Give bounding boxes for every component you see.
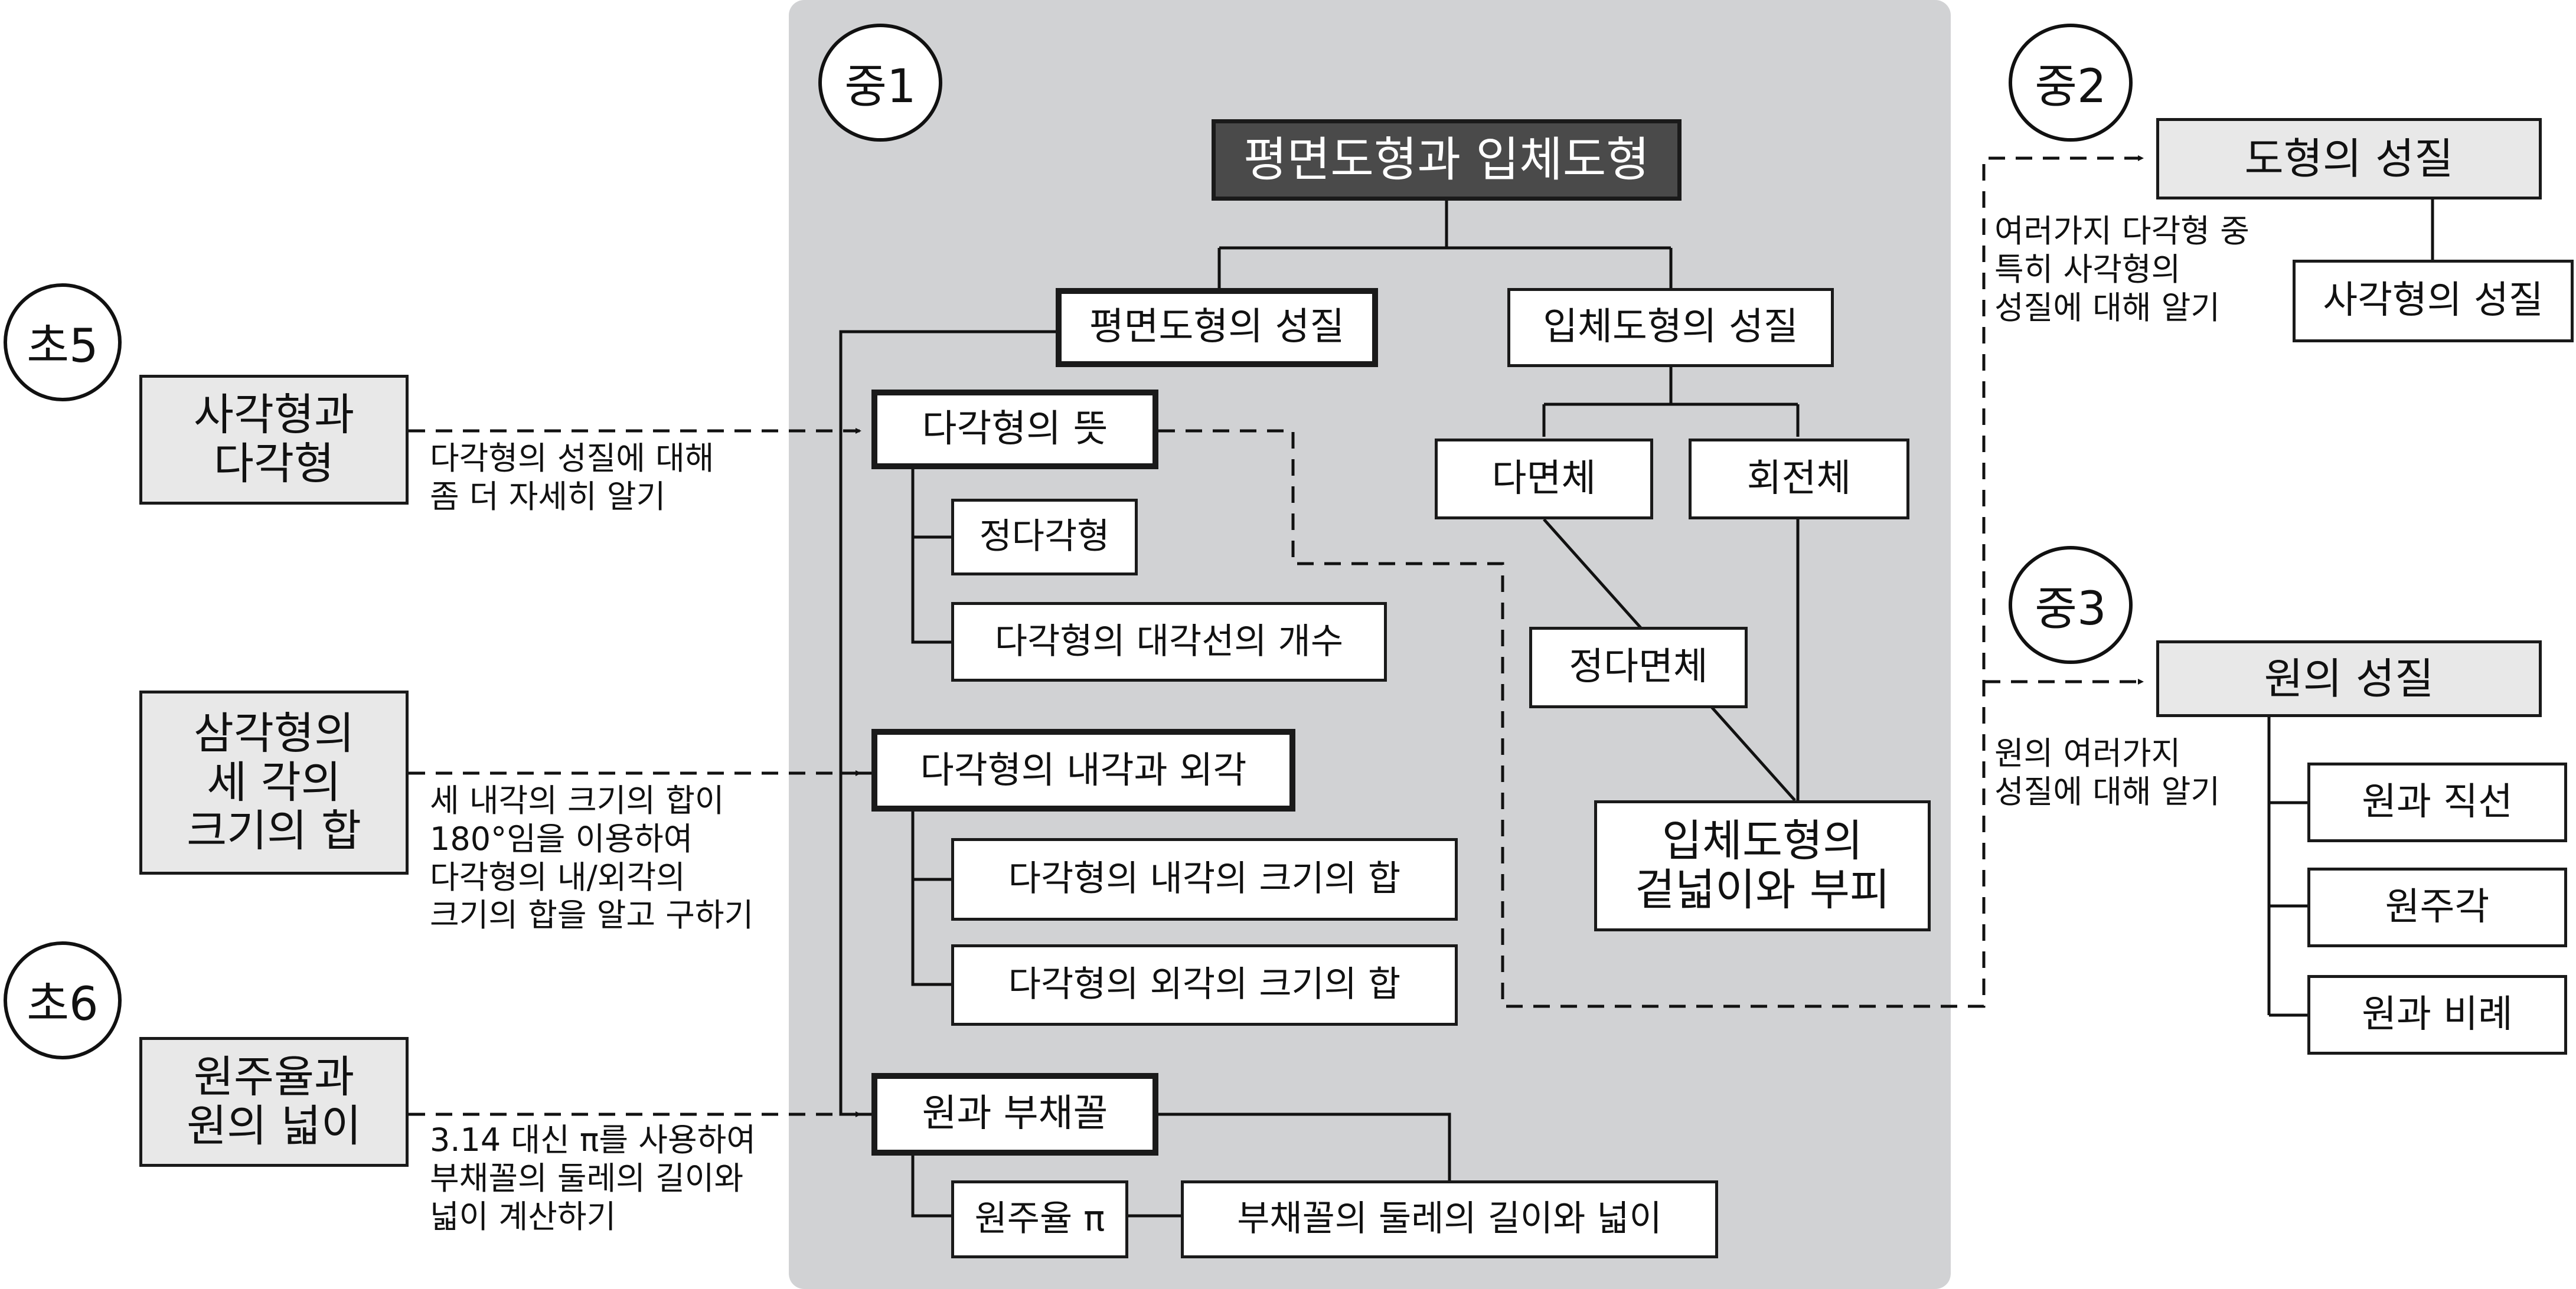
link-note-m2: 여러가지 다각형 중 특히 사각형의 성질에 대해 알기 bbox=[1994, 212, 2249, 326]
polygon-diagonal-count: 다각형의 대각선의 개수 bbox=[951, 602, 1387, 682]
circle-properties: 원의 성질 bbox=[2156, 640, 2542, 717]
figure-properties: 도형의 성질 bbox=[2156, 118, 2542, 199]
elementary-quad-poly: 사각형과 다각형 bbox=[139, 375, 409, 505]
grade-badge-m2-label: 중2 bbox=[2035, 60, 2107, 113]
link-note-pi: 3.14 대신 π를 사용하여 부채꼴의 둘레의 길이와 넓이 계산하기 bbox=[430, 1121, 756, 1235]
grade-badge-e6: 초6 bbox=[4, 941, 122, 1059]
grade-badge-m1-label: 중1 bbox=[844, 60, 916, 113]
solid-of-revolution: 회전체 bbox=[1689, 439, 1909, 519]
polyhedron: 다면체 bbox=[1435, 439, 1653, 519]
solid-surface-volume: 입체도형의 겉넓이와 부피 bbox=[1594, 800, 1931, 931]
grade-badge-m3: 중3 bbox=[2009, 546, 2133, 664]
elementary-pi-area: 원주율과 원의 넓이 bbox=[139, 1037, 409, 1167]
circle-and-proportion: 원과 비례 bbox=[2307, 975, 2567, 1055]
polygon-interior-exterior: 다각형의 내각과 외각 bbox=[871, 729, 1295, 812]
regular-polyhedron: 정다면체 bbox=[1529, 627, 1748, 708]
polygon-exterior-angle-sum: 다각형의 외각의 크기의 합 bbox=[951, 944, 1458, 1026]
elementary-triangle-sum: 삼각형의 세 각의 크기의 합 bbox=[139, 691, 409, 875]
pi-ratio: 원주율 π bbox=[951, 1180, 1128, 1258]
grade-badge-e5-label: 초5 bbox=[27, 320, 99, 373]
grade-badge-m2: 중2 bbox=[2009, 24, 2133, 142]
regular-polygon: 정다각형 bbox=[951, 499, 1138, 575]
middle1-title: 평면도형과 입체도형 bbox=[1212, 119, 1682, 201]
plane-figure-properties: 평면도형의 성질 bbox=[1056, 288, 1378, 367]
grade-badge-e5: 초5 bbox=[4, 283, 122, 401]
circle-and-sector: 원과 부채꼴 bbox=[871, 1073, 1158, 1156]
link-note-m3: 원의 여러가지 성질에 대해 알기 bbox=[1994, 735, 2221, 810]
inscribed-angle: 원주각 bbox=[2307, 868, 2567, 947]
polygon-interior-angle-sum: 다각형의 내각의 크기의 합 bbox=[951, 838, 1458, 921]
sector-perimeter-area: 부채꼴의 둘레의 길이와 넓이 bbox=[1181, 1180, 1718, 1258]
link-note-quad-poly: 다각형의 성질에 대해 좀 더 자세히 알기 bbox=[430, 440, 714, 515]
grade-badge-m1: 중1 bbox=[818, 24, 942, 142]
link-note-triangle: 세 내각의 크기의 합이 180°임을 이용하여 다각형의 내/외각의 크기의 … bbox=[430, 782, 754, 934]
grade-badge-e6-label: 초6 bbox=[27, 978, 99, 1031]
circle-and-line: 원과 직선 bbox=[2307, 763, 2567, 842]
grade-badge-m3-label: 중3 bbox=[2035, 583, 2107, 636]
quadrilateral-properties: 사각형의 성질 bbox=[2293, 260, 2574, 342]
polygon-meaning: 다각형의 뜻 bbox=[871, 390, 1158, 469]
solid-figure-properties: 입체도형의 성질 bbox=[1507, 288, 1834, 367]
